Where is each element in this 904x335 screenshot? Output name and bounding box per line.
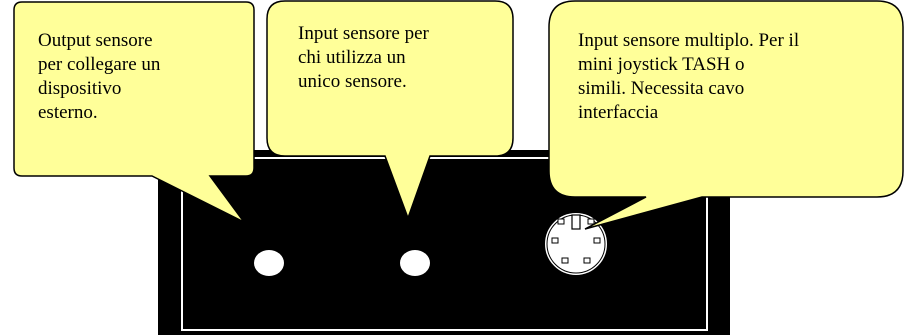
connector-pin: [557, 218, 565, 225]
single-sensor-jack: [400, 250, 430, 276]
connector-pin: [587, 218, 595, 225]
callout-bubble-multi: [548, 0, 904, 230]
connector-pin: [561, 257, 569, 264]
connector-pin: [583, 257, 591, 264]
callout-multi-sensor-text: Input sensore multiplo. Per il mini joys…: [578, 30, 800, 123]
output-jack: [254, 250, 284, 276]
callout-bubble-output: [13, 1, 255, 223]
callout-output-sensor-text: Output sensore per collegare un disposit…: [38, 30, 161, 123]
callout-single-sensor-text: Input sensore per chi utilizza un unico …: [298, 23, 429, 92]
connector-key-slot: [571, 214, 581, 230]
connector-pin: [551, 237, 559, 244]
mini-din-connector: [543, 211, 609, 277]
device-panel-inner-border: [181, 157, 708, 331]
connector-pin: [593, 237, 601, 244]
callout-bubble-single: [266, 0, 514, 221]
